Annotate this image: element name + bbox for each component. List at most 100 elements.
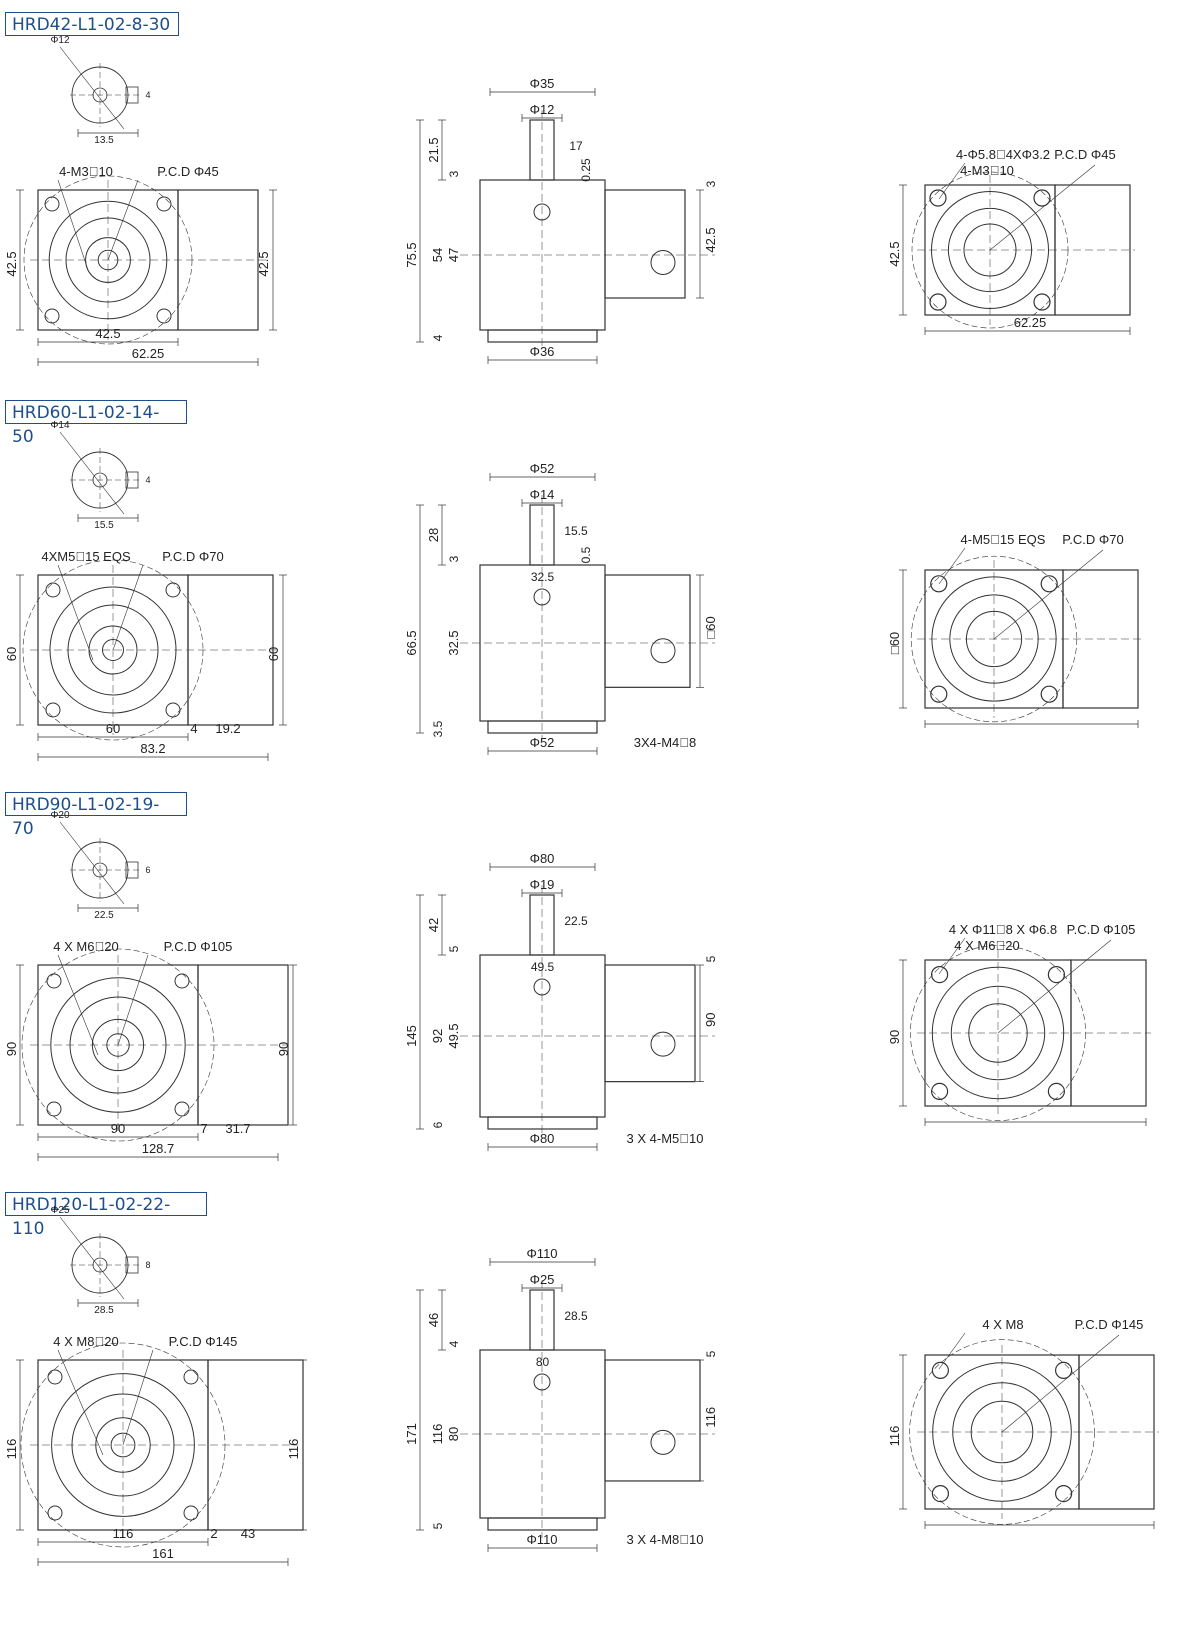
shaft-key-label: 8	[145, 1260, 150, 1270]
back-mount-hole	[930, 1082, 949, 1101]
front-total-label: 128.7	[142, 1141, 175, 1156]
front-total-label: 62.25	[132, 346, 165, 361]
model-tag-3: HRD90-L1-02-19-70	[5, 792, 187, 839]
front-height-label: 42.5	[4, 251, 19, 276]
mount-hole	[44, 308, 60, 324]
leader-line	[997, 939, 1112, 1034]
side-holes-label: 32.5	[531, 570, 555, 584]
back-height-label: 116	[887, 1426, 902, 1447]
front-square-label: 90	[111, 1121, 125, 1136]
side-right-label: 116	[703, 1407, 718, 1428]
back-mount-hole	[929, 189, 947, 207]
side-shaftlen-label: 21.5	[426, 137, 441, 162]
leader-line	[993, 549, 1104, 640]
back-total-label: 62.25	[1014, 315, 1047, 330]
side-keylen-label: 17	[569, 139, 583, 153]
front-bolt-label: 4-M3⃥10	[59, 164, 113, 179]
front-pcd-label: P.C.D Φ70	[162, 549, 223, 564]
front-right-label: 90	[276, 1042, 291, 1056]
mount-hole	[156, 196, 172, 212]
back-height-label: 90	[887, 1030, 902, 1044]
side-motor-body	[604, 189, 686, 299]
front-bolt-label: 4XM5⃥15 EQS	[41, 549, 131, 564]
side-keylen-label: 15.5	[564, 524, 588, 538]
side-output-shaft	[529, 504, 555, 566]
side-holes-label: 80	[536, 1355, 550, 1369]
front-height-label: 90	[4, 1042, 19, 1056]
mount-hole	[183, 1369, 199, 1385]
leader-line	[57, 954, 99, 1056]
side-body-label: 92	[430, 1029, 445, 1043]
front-mid-label: 4	[190, 721, 197, 736]
shaft-dia-label: Φ25	[50, 1205, 70, 1216]
back-mount-hole	[1047, 1082, 1066, 1101]
side-gap-label: 0.5	[579, 546, 593, 563]
front-pcd-label: P.C.D Φ145	[169, 1334, 238, 1349]
side-flange-label: Φ110	[526, 1246, 557, 1261]
side-inner-label: 47	[446, 248, 461, 262]
back-bolt1-label: 4-Φ5.8⃥4XΦ3.2	[956, 147, 1050, 162]
model-tag-4: HRD120-L1-02-22-110	[5, 1192, 207, 1239]
mount-hole	[45, 702, 61, 718]
side-top-label: 3	[447, 555, 461, 562]
shaft-width-label: 22.5	[94, 910, 114, 921]
leader-line	[57, 1349, 104, 1456]
side-flange-base	[487, 1517, 598, 1531]
side-holes-note: 3 X 4-M5⃥10	[627, 1131, 704, 1146]
front-height-label: 116	[4, 1439, 19, 1460]
side-base-label: Φ52	[530, 735, 555, 750]
shaft-width-label: 15.5	[94, 520, 114, 531]
side-right-top-label: 5	[704, 955, 718, 962]
front-square-label: 116	[113, 1526, 134, 1541]
leader-line	[989, 164, 1096, 251]
side-shaft-label: Φ14	[530, 487, 555, 502]
side-overall-label: 145	[404, 1025, 419, 1047]
front-square-label: 42.5	[95, 326, 120, 341]
back-bolt2-label: 4 X M6⃥20	[954, 938, 1019, 953]
shaft-width-label: 28.5	[94, 1305, 114, 1316]
side-flange-label: Φ52	[530, 461, 555, 476]
shaft-dia-label: Φ14	[50, 420, 70, 431]
front-right-label: 42.5	[256, 251, 271, 276]
front-bolt-label: 4 X M8⃥20	[53, 1334, 118, 1349]
back-mount-hole	[930, 965, 949, 984]
leader-line	[59, 821, 125, 905]
side-top-label: 4	[447, 1340, 461, 1347]
side-keylen-label: 28.5	[564, 1309, 588, 1323]
side-plug	[650, 1031, 676, 1057]
side-right-top-label: 3	[704, 180, 718, 187]
side-holes-note: 3X4-M4⃥8	[634, 735, 697, 750]
back-mount-hole	[1054, 1361, 1073, 1380]
leader-line	[59, 431, 125, 515]
shaft-width-label: 13.5	[94, 135, 114, 146]
front-height-label: 60	[4, 647, 19, 661]
front-right-w-label: 43	[241, 1526, 255, 1541]
side-shaftlen-label: 28	[426, 528, 441, 542]
back-mount-hole	[1033, 189, 1051, 207]
back-bolt1-label: 4-M5⃥15 EQS	[961, 532, 1046, 547]
front-right-label: 116	[286, 1439, 301, 1460]
front-right-label: 60	[266, 647, 281, 661]
side-plug	[650, 1429, 676, 1455]
side-plug	[650, 250, 676, 275]
side-motor-body	[604, 1359, 701, 1482]
shaft-key-label: 4	[145, 475, 150, 485]
back-pcd-label: P.C.D Φ70	[1062, 532, 1123, 547]
side-top-label: 5	[447, 945, 461, 952]
front-total-label: 161	[152, 1546, 174, 1561]
side-tap-hole	[533, 978, 551, 996]
mount-hole	[46, 1101, 62, 1117]
leader-line	[122, 1349, 154, 1446]
leader-line	[59, 46, 125, 130]
side-flange-base	[487, 1116, 598, 1130]
side-bottom-label: 4	[431, 334, 445, 341]
mount-hole	[174, 1101, 190, 1117]
side-bottom-label: 6	[431, 1121, 445, 1128]
front-bolt-label: 4 X M6⃥20	[53, 939, 118, 954]
side-keylen-label: 22.5	[564, 914, 588, 928]
back-mount-hole	[931, 1361, 950, 1380]
front-pcd-label: P.C.D Φ105	[164, 939, 233, 954]
leader-line	[117, 954, 149, 1046]
side-motor-body	[604, 964, 696, 1083]
